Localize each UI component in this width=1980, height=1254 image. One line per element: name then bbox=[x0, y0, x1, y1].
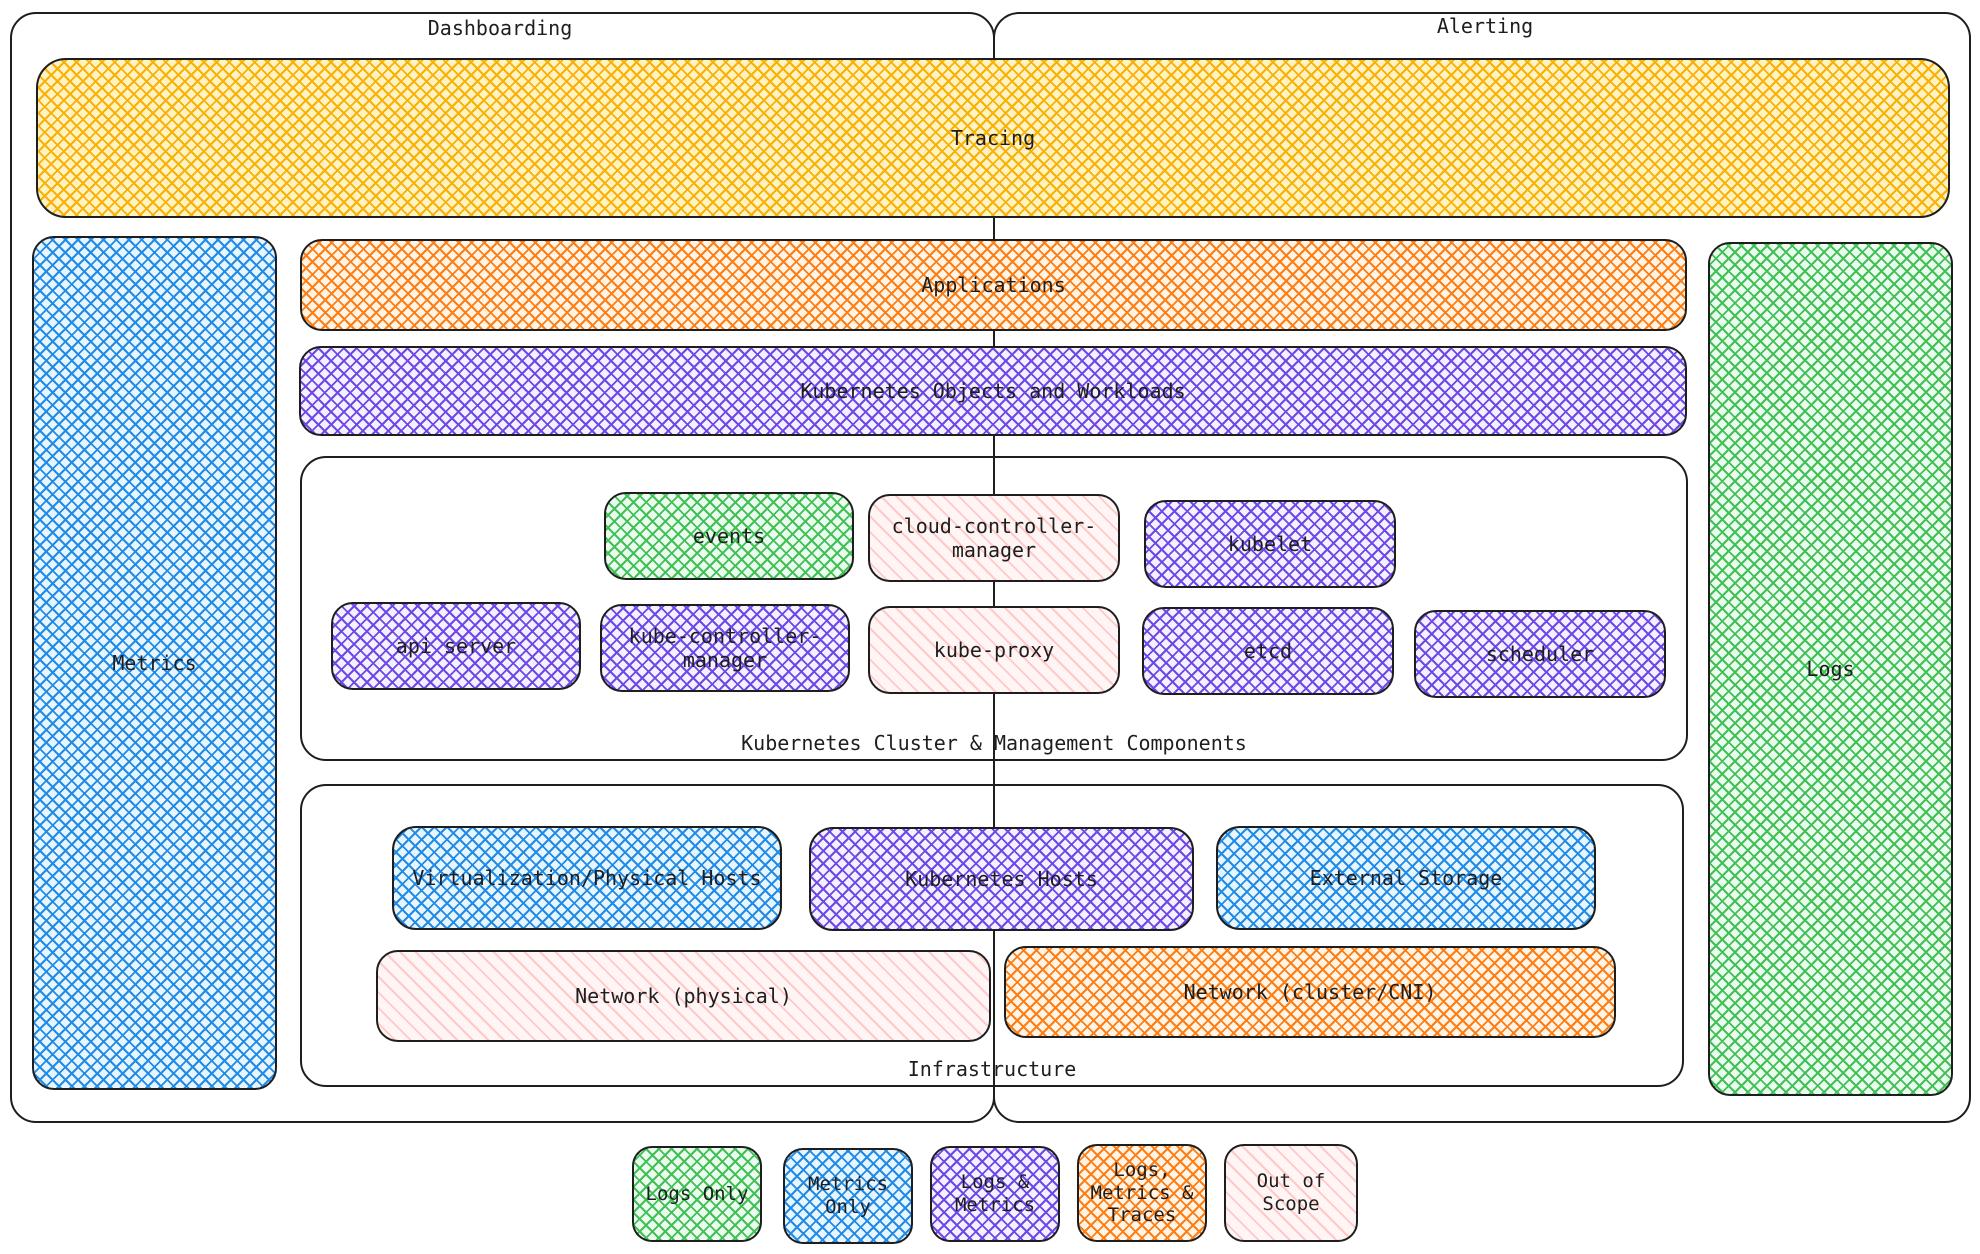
logs-label: Logs bbox=[1806, 657, 1855, 681]
cluster-container bbox=[300, 456, 1688, 761]
tracing-box: Tracing bbox=[36, 58, 1950, 218]
metrics-label: Metrics bbox=[112, 651, 197, 675]
kube-proxy-box: kube-proxy bbox=[868, 606, 1120, 694]
legend-out-of-scope-label: Out of Scope bbox=[1256, 1170, 1326, 1215]
scheduler-label: scheduler bbox=[1485, 642, 1595, 666]
events-box: events bbox=[604, 492, 854, 580]
cloud-controller-manager-label: cloud-controller-manager bbox=[891, 514, 1097, 562]
network-cluster-label: Network (cluster/CNI) bbox=[1183, 980, 1437, 1004]
metrics-box: Metrics bbox=[32, 236, 277, 1090]
network-physical-box: Network (physical) bbox=[376, 950, 991, 1042]
kube-controller-manager-label: kube-controller-manager bbox=[628, 624, 822, 672]
network-cluster-box: Network (cluster/CNI) bbox=[1004, 946, 1616, 1038]
k8s-objects-box: Kubernetes Objects and Workloads bbox=[299, 346, 1687, 436]
api-server-box: api server bbox=[331, 602, 581, 690]
virtualization-box: Virtualization/Physical Hosts bbox=[392, 826, 782, 930]
virtualization-label: Virtualization/Physical Hosts bbox=[412, 866, 762, 890]
applications-label: Applications bbox=[921, 273, 1066, 297]
legend-metrics-only-label: Metrics Only bbox=[808, 1173, 889, 1218]
external-storage-label: External Storage bbox=[1309, 866, 1503, 890]
tracing-label: Tracing bbox=[950, 126, 1036, 150]
k8s-hosts-box: Kubernetes Hosts bbox=[809, 827, 1194, 931]
scheduler-box: scheduler bbox=[1414, 610, 1666, 698]
kube-controller-manager-box: kube-controller-manager bbox=[600, 604, 850, 692]
dashboarding-label: Dashboarding bbox=[427, 16, 573, 40]
etcd-box: etcd bbox=[1142, 607, 1394, 695]
kube-proxy-label: kube-proxy bbox=[933, 638, 1055, 662]
legend-logs-metrics: Logs & Metrics bbox=[930, 1146, 1060, 1242]
k8s-hosts-label: Kubernetes Hosts bbox=[905, 867, 1098, 891]
kubelet-label: kubelet bbox=[1227, 532, 1313, 556]
api-server-label: api server bbox=[395, 634, 517, 658]
infrastructure-title: Infrastructure bbox=[907, 1057, 1077, 1081]
network-physical-label: Network (physical) bbox=[575, 984, 792, 1008]
legend-out-of-scope: Out of Scope bbox=[1224, 1144, 1358, 1242]
legend-logs-only: Logs Only bbox=[632, 1146, 762, 1242]
legend-logs-only-label: Logs Only bbox=[645, 1182, 749, 1205]
applications-box: Applications bbox=[300, 239, 1687, 331]
k8s-objects-label: Kubernetes Objects and Workloads bbox=[800, 379, 1186, 403]
infrastructure-container bbox=[300, 784, 1684, 1087]
external-storage-box: External Storage bbox=[1216, 826, 1596, 930]
legend-logs-metrics-traces-label: Logs, Metrics & Traces bbox=[1090, 1158, 1194, 1227]
legend-metrics-only: Metrics Only bbox=[783, 1148, 913, 1244]
cluster-title: Kubernetes Cluster & Management Componen… bbox=[741, 731, 1247, 755]
logs-box: Logs bbox=[1708, 242, 1953, 1096]
legend-logs-metrics-label: Logs & Metrics bbox=[954, 1171, 1036, 1216]
cloud-controller-manager-box: cloud-controller-manager bbox=[868, 494, 1120, 582]
legend-logs-metrics-traces: Logs, Metrics & Traces bbox=[1077, 1144, 1207, 1242]
kubelet-box: kubelet bbox=[1144, 500, 1396, 588]
events-label: events bbox=[692, 524, 766, 548]
etcd-label: etcd bbox=[1243, 639, 1293, 663]
alerting-label: Alerting bbox=[1436, 14, 1534, 38]
